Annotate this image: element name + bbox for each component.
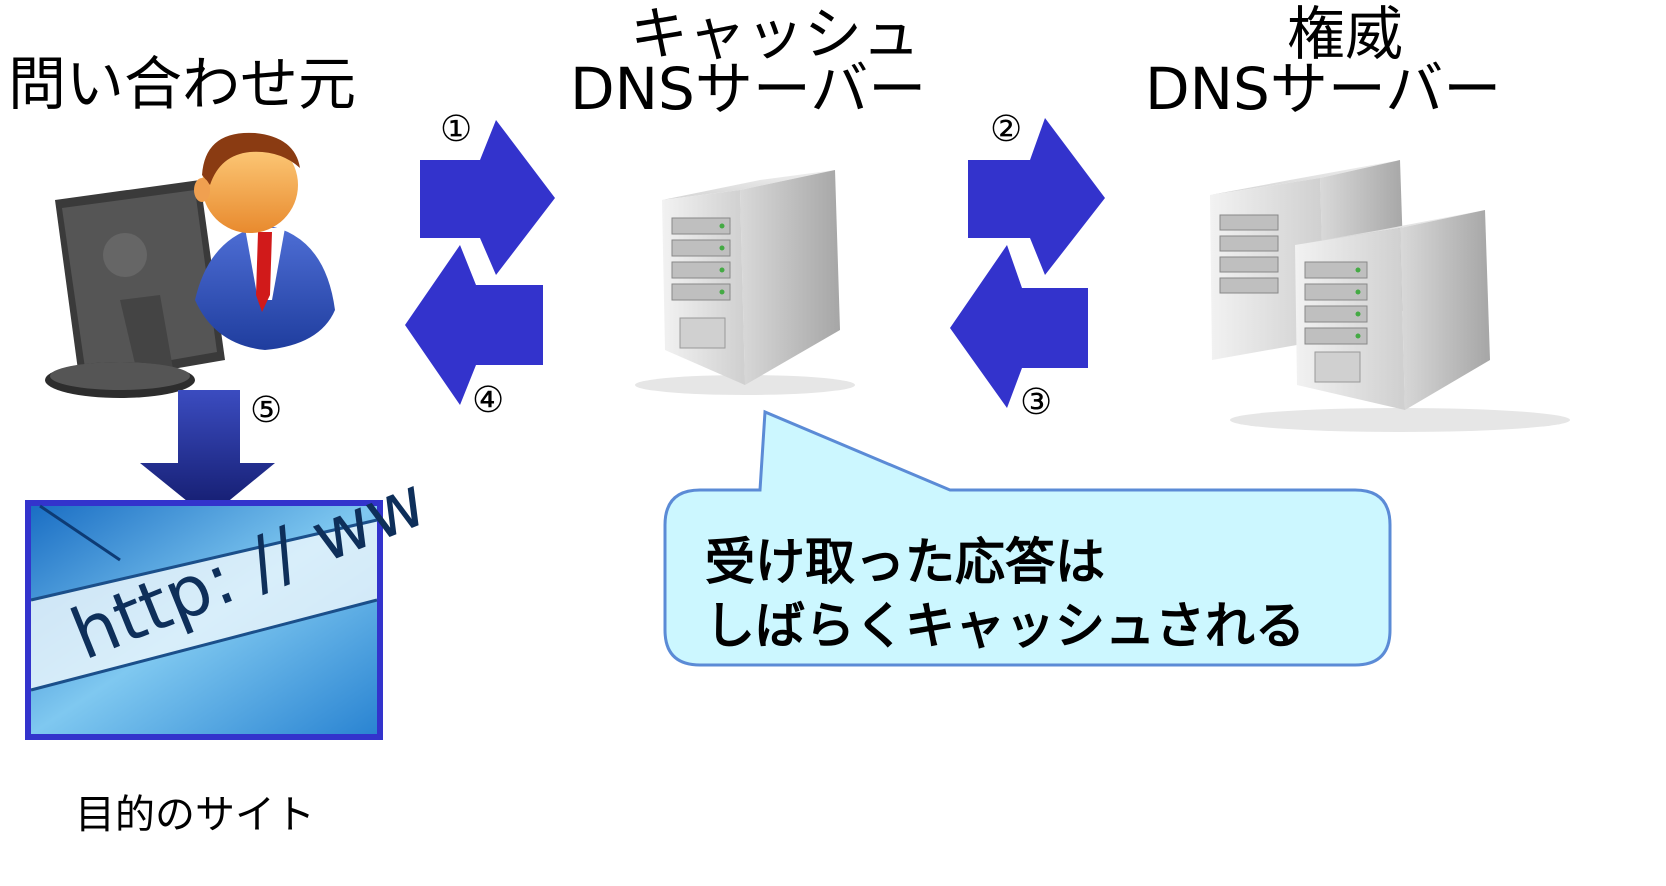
arrow-step-3 — [950, 245, 1088, 408]
cache-server-label-line2: DNSサーバー — [570, 55, 927, 123]
cache-server-label-line1: キャッシュ — [629, 0, 920, 68]
step-2-label: ② — [990, 109, 1023, 150]
client-person-icon — [194, 132, 335, 350]
step-5-label: ⑤ — [250, 390, 283, 431]
cache-dns-server-icon — [635, 170, 855, 395]
client-label: 問い合わせ元 — [8, 50, 357, 118]
authoritative-dns-server-icon — [1210, 160, 1570, 432]
step-4-label: ④ — [472, 380, 505, 421]
target-site-image — [25, 500, 383, 740]
arrow-step-4 — [405, 245, 543, 405]
site-label: 目的のサイト — [75, 792, 315, 838]
arrow-step-5 — [140, 390, 275, 518]
speech-bubble-shape — [663, 409, 1392, 667]
arrow-step-1 — [420, 120, 555, 275]
auth-server-label-line1: 権威 — [1286, 0, 1403, 68]
step-1-label: ① — [440, 109, 473, 150]
client-computer-icon — [45, 180, 225, 398]
callout-line-2: しばらくキャッシュされる — [705, 597, 1305, 655]
auth-server-label-line2: DNSサーバー — [1145, 55, 1502, 123]
arrow-step-2 — [968, 118, 1105, 275]
callout-line-1: 受け取った応答は — [705, 533, 1105, 591]
step-3-label: ③ — [1020, 382, 1053, 423]
